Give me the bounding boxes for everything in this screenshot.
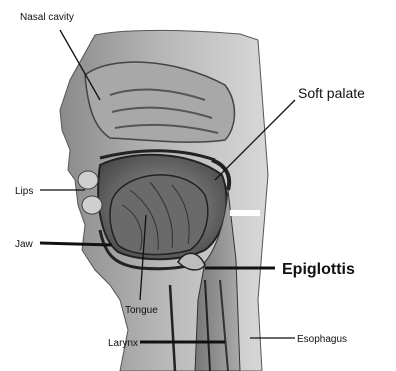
label-nasal-cavity: Nasal cavity: [20, 12, 74, 23]
label-tongue: Tongue: [125, 305, 158, 316]
highlight-bar: [230, 210, 260, 216]
tongue-shape: [110, 175, 208, 255]
label-larynx: Larynx: [108, 338, 138, 349]
label-soft-palate: Soft palate: [298, 85, 365, 101]
lower-lip: [82, 196, 102, 214]
label-epiglottis: Epiglottis: [282, 261, 355, 278]
label-jaw: Jaw: [15, 239, 34, 250]
upper-lip: [78, 171, 98, 189]
jaw-leader: [40, 243, 112, 245]
label-esophagus: Esophagus: [297, 334, 347, 345]
label-lips: Lips: [15, 186, 33, 197]
